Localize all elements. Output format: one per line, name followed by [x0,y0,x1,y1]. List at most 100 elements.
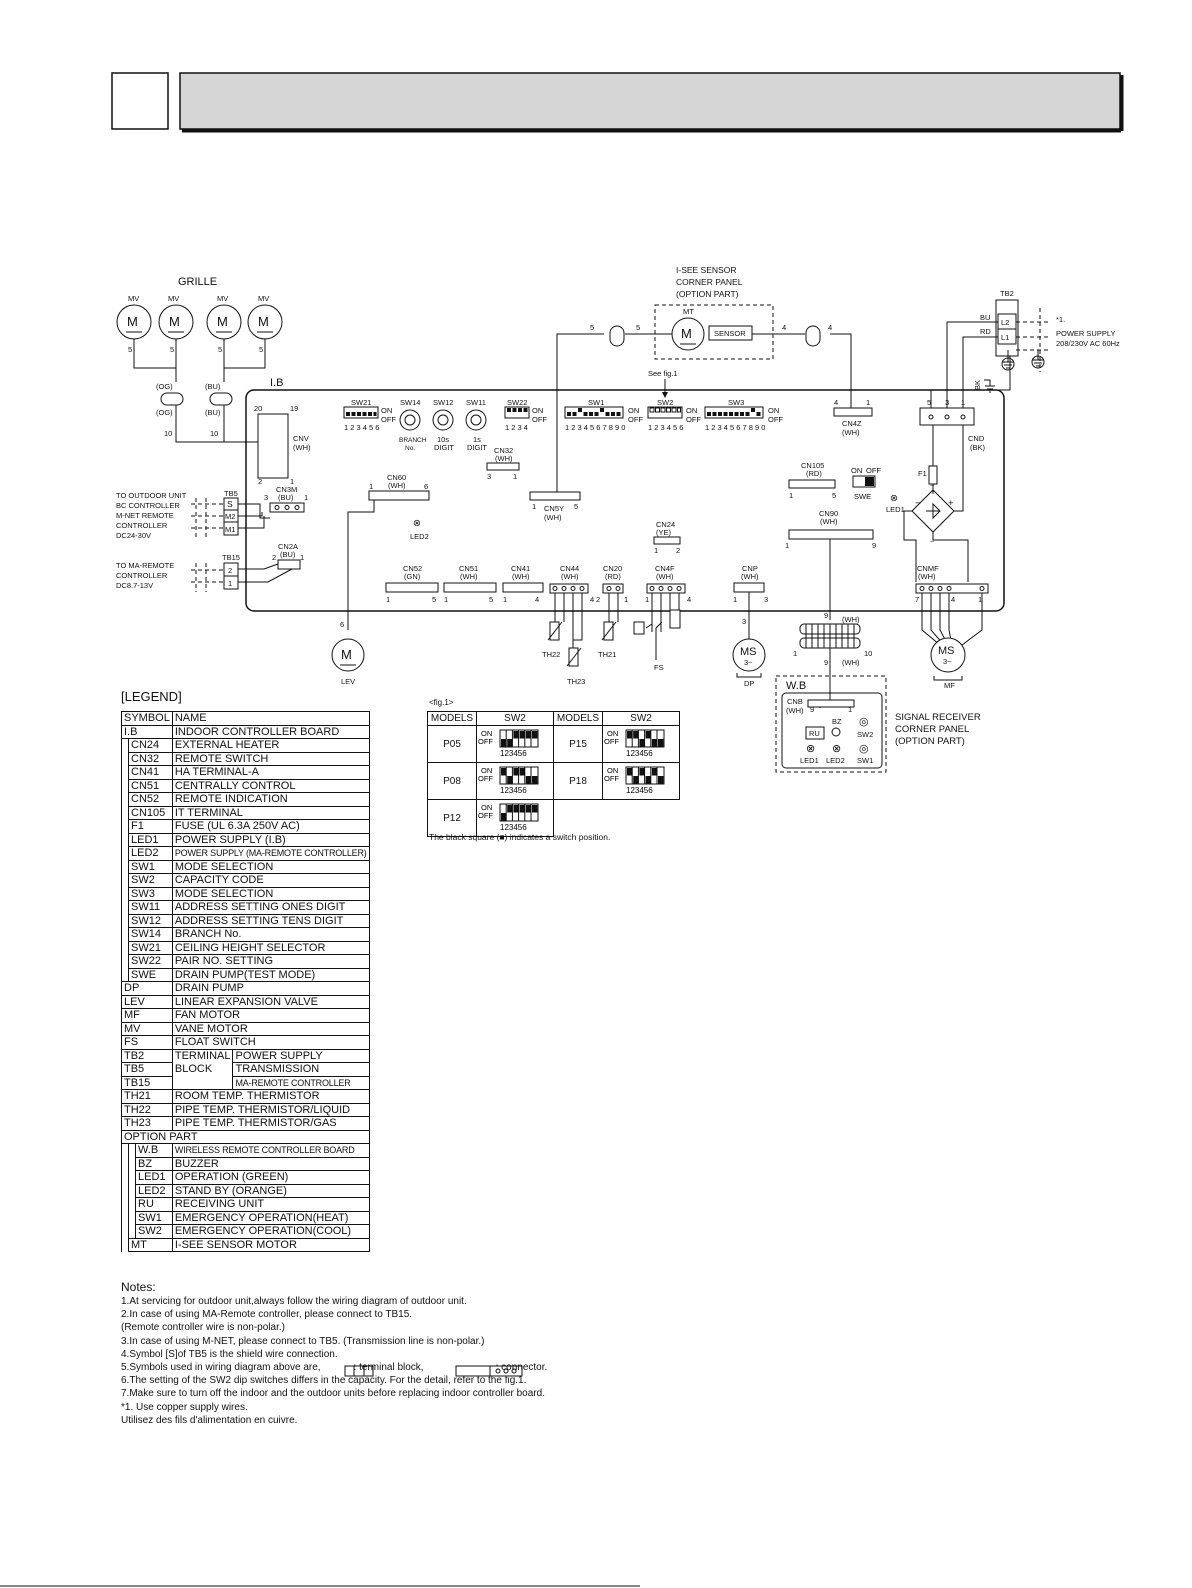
svg-text:BZ: BZ [832,717,842,726]
svg-text:2: 2 [258,477,262,486]
svg-text:BRANCH: BRANCH [399,437,427,444]
svg-text:BU: BU [980,313,990,322]
svg-text:SW2: SW2 [857,730,873,739]
legend-name: DRAIN PUMP(TEST MODE) [171,967,370,982]
svg-text:DP: DP [744,679,754,688]
svg-text:SW1: SW1 [588,398,604,407]
svg-text:DIGIT: DIGIT [467,443,487,452]
svg-text:5: 5 [927,398,931,407]
svg-text:(WH): (WH) [842,615,860,624]
header-bar [179,72,1121,130]
note-line: 3.In case of using M-NET, please connect… [121,1335,485,1347]
svg-text:5: 5 [636,323,640,332]
sw2-dip-label: OFF [478,737,493,746]
legend-indent [121,752,129,766]
legend-name: POWER SUPPLY (I.B) [171,832,370,847]
vane-motor-2-icon: MV M [158,294,194,340]
legend-symbol: LED1 [135,1170,173,1185]
svg-text:5: 5 [128,345,132,354]
svg-text:M: M [217,314,228,329]
indoor-controller-board [245,389,1005,612]
model-cell: P15 [553,725,603,763]
legend-name: POWER SUPPLY (MA-REMOTE CONTROLLER) [171,846,370,861]
svg-text:(BU): (BU) [205,382,221,391]
svg-text:1s: 1s [473,435,481,444]
svg-text:LED2: LED2 [410,532,429,541]
svg-text:*1.: *1. [1056,315,1065,324]
svg-text:1 2 3 4: 1 2 3 4 [505,423,528,432]
legend-symbol: I.B [121,724,173,739]
svg-text:BC CONTROLLER: BC CONTROLLER [116,501,180,510]
svg-text:ON: ON [768,406,779,415]
notes-title: Notes: [121,1280,156,1294]
legend-indent [128,1184,136,1198]
legend-symbol: RU [135,1197,173,1212]
legend-name: PAIR NO. SETTING [171,954,370,969]
legend-name: MODE SELECTION [171,886,370,901]
legend-name: ADDRESS SETTING TENS DIGIT [171,913,370,928]
svg-text:TB15: TB15 [222,553,240,562]
svg-text:SW1: SW1 [857,756,873,765]
svg-text:MV: MV [128,294,139,303]
svg-text:ON: ON [851,466,862,475]
legend-name: I-SEE SENSOR MOTOR [171,1237,370,1252]
legend-name: EMERGENCY OPERATION(HEAT) [171,1210,370,1225]
svg-text:DC24-30V: DC24-30V [116,531,151,540]
legend-name: OPERATION (GREEN) [171,1170,370,1185]
svg-text:CN41: CN41 [511,564,530,573]
legend-row: OPTION PART [121,1129,370,1144]
svg-text:3~: 3~ [943,657,952,666]
svg-text:CORNER PANEL: CORNER PANEL [895,724,969,735]
svg-text:1: 1 [532,502,536,511]
sw2-dip-label: ON [481,803,492,812]
legend-indent [128,1170,136,1184]
svg-text:5: 5 [574,502,578,511]
legend-name: MODE SELECTION [171,859,370,874]
svg-text:1 2 3 4 5 6: 1 2 3 4 5 6 [648,423,683,432]
legend-indent [121,765,129,779]
legend-indent [121,1224,129,1238]
svg-text:MS: MS [740,646,757,658]
svg-text:(BK): (BK) [970,443,986,452]
legend-symbol: CN51 [128,778,173,793]
svg-text:(WH): (WH) [741,572,759,581]
svg-text:1: 1 [513,472,517,481]
connector-text: : connector. [495,1362,548,1374]
legend-symbol: SW2 [135,1224,173,1239]
legend-symbol: SW1 [135,1210,173,1225]
svg-text:M: M [169,314,180,329]
svg-text:(WH): (WH) [512,572,530,581]
note-line: 5.Symbols used in wiring diagram above a… [121,1361,547,1374]
see-fig-label: See fig.1 [648,369,678,378]
drain-pump-motor-icon [732,638,766,672]
legend-symbol: TH23 [121,1116,173,1131]
legend-indent [121,738,129,752]
legend-indent [121,1143,129,1157]
svg-text:1: 1 [793,649,797,658]
legend-symbol: CN52 [128,792,173,807]
svg-text:(WH): (WH) [786,706,804,715]
legend-indent [121,779,129,793]
legend-symbol: SW21 [128,940,173,955]
svg-text:M: M [127,314,138,329]
svg-text:ON: ON [628,406,639,415]
legend-name: FLOAT SWITCH [171,1035,370,1050]
fan-motor-icon [930,637,966,673]
svg-text:TH22: TH22 [542,650,560,659]
legend-name: RECEIVING UNIT [171,1197,370,1212]
svg-text:1: 1 [848,705,852,714]
svg-text:5: 5 [218,345,222,354]
